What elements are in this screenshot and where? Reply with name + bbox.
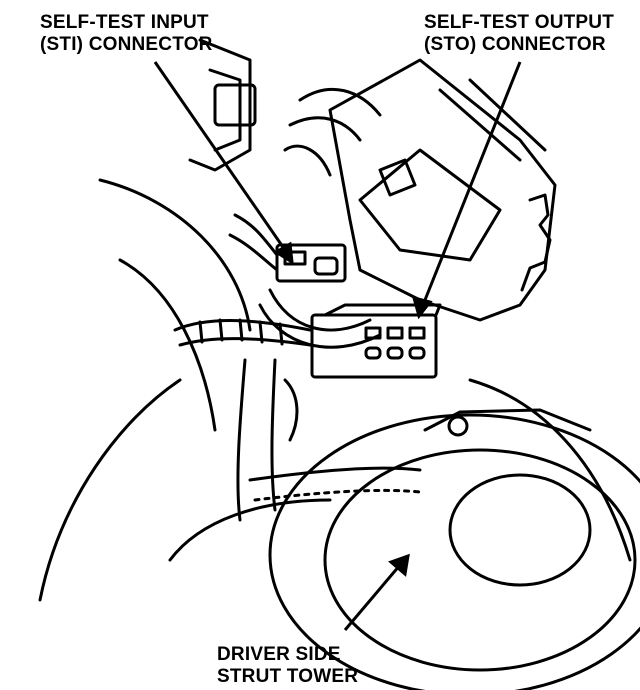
gear-teeth [520, 193, 552, 292]
left-panel-curve [38, 378, 182, 602]
sto-connector-body [310, 313, 438, 379]
sto-label-line1: SELF-TEST OUTPUT [424, 12, 615, 33]
sti-label-line1: SELF-TEST INPUT [40, 12, 209, 33]
large-component-ridge-2 [468, 78, 547, 152]
sto-connector-label: SELF-TEST OUTPUT (STO) CONNECTOR [424, 12, 614, 56]
sti-connector-label: SELF-TEST INPUT (STI) CONNECTOR [40, 12, 213, 56]
sti-connector-slot-2 [313, 256, 339, 276]
hose-clamp-ribs [198, 318, 284, 346]
upper-bracket [213, 83, 257, 127]
vertical-hose-clip [283, 378, 299, 442]
strut-tower-label: DRIVER SIDE STRUT TOWER [217, 644, 358, 688]
vertical-hose-2 [270, 358, 277, 512]
harness-upper-2 [288, 116, 362, 142]
strut-tower-outer [268, 413, 640, 690]
harness-upper-3 [283, 144, 332, 177]
strut-tower-ledge [423, 408, 592, 432]
lower-body-curve [248, 466, 422, 482]
strut-arrowhead [388, 553, 410, 577]
hose-clamp-2 [178, 337, 312, 347]
upper-housing [188, 38, 252, 172]
sti-leader-line [153, 61, 287, 251]
strut-label-line1: DRIVER SIDE [217, 644, 341, 665]
sto-arrowhead [411, 295, 433, 320]
hose-clamp [173, 319, 312, 332]
sto-connector-pin-5 [386, 346, 404, 360]
sti-harness [233, 213, 279, 257]
sto-leader-line [421, 61, 522, 306]
fender-inner-curve [118, 258, 217, 432]
strut-label-line2: STRUT TOWER [217, 666, 359, 687]
strut-leader-line [343, 564, 402, 631]
large-component-face [358, 148, 502, 262]
strut-tower-bolt [447, 415, 469, 437]
sto-connector-pin-4 [364, 346, 382, 360]
sti-connector-body [275, 243, 347, 283]
lower-left-panel [168, 498, 332, 562]
fender-curve [98, 178, 252, 332]
sto-connector-pin-1 [364, 326, 382, 340]
large-component-body [328, 58, 557, 322]
lower-body-dash [253, 488, 422, 502]
strut-tower-mid [323, 448, 637, 672]
sto-connector-top [323, 303, 442, 317]
sto-connector-pin-6 [408, 346, 426, 360]
sto-connector-pin-3 [408, 326, 426, 340]
strut-tower-inner [448, 473, 592, 587]
sti-arrowhead [273, 241, 294, 265]
large-component-tab [378, 158, 417, 197]
large-component-ridge [438, 88, 522, 162]
sto-label-line2: (STO) CONNECTOR [424, 34, 606, 55]
sti-label-line2: (STI) CONNECTOR [40, 34, 213, 55]
vertical-hose [236, 358, 247, 522]
sto-connector-pin-2 [386, 326, 404, 340]
harness-upper [298, 87, 382, 117]
sti-harness-2 [228, 233, 279, 272]
right-edge-curve [468, 378, 632, 562]
upper-housing-inner [208, 68, 242, 152]
